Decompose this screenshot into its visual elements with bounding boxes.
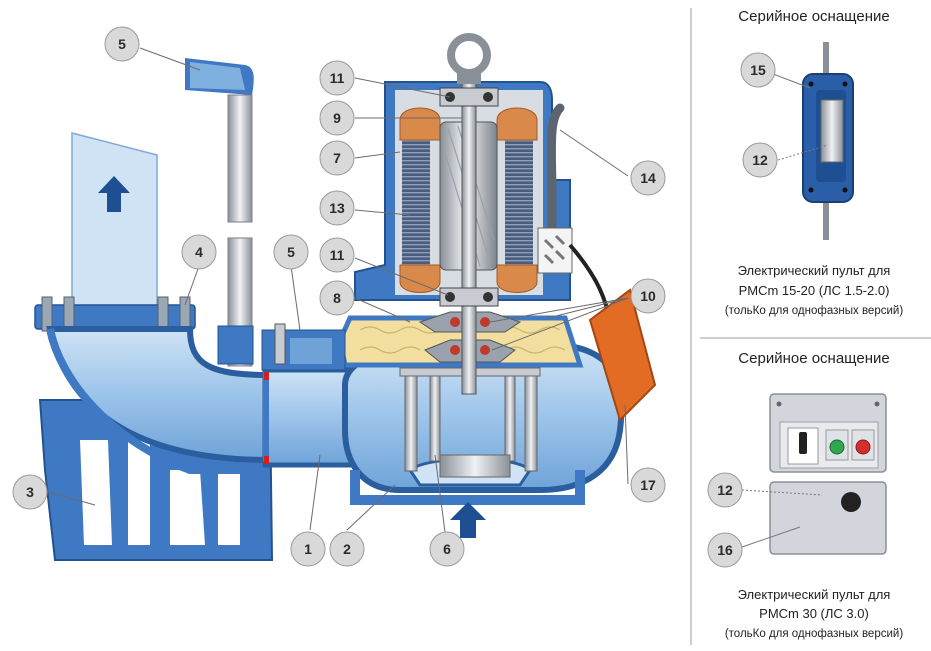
top-panel-heading: Серийное оснащение [738, 8, 890, 25]
callout-6: 6 [429, 531, 465, 567]
pump-assembly [34, 33, 657, 561]
bottom-panel-note: (тольКо для однофазных версий) [724, 628, 904, 640]
svg-text:3: 3 [26, 484, 34, 500]
callout-10: 10 [630, 278, 666, 314]
callout-7: 7 [319, 140, 355, 176]
svg-text:12: 12 [752, 152, 768, 168]
svg-text:1: 1 [304, 541, 312, 557]
callout-5-bracket: 5 [273, 234, 309, 270]
electrical-control-panel [769, 393, 887, 555]
callout-16: 16 [707, 532, 743, 568]
stator-right [505, 140, 533, 265]
callout-1: 1 [290, 531, 326, 567]
callout-15: 15 [740, 52, 776, 88]
svg-text:17: 17 [640, 477, 656, 493]
callout-14: 14 [630, 160, 666, 196]
callout-9: 9 [319, 100, 355, 136]
bottom-panel-heading: Серийное оснащение [738, 350, 890, 367]
svg-text:16: 16 [717, 542, 733, 558]
svg-text:8: 8 [333, 290, 341, 306]
float-switch-control-box [802, 42, 854, 240]
callout-13: 13 [319, 190, 355, 226]
top-panel-caption-line2: PMCm 15-20 (ЛС 1.5-2.0) [738, 283, 890, 298]
callouts: 5 4 5 3 1 2 6 11 9 7 13 11 8 14 10 17 [12, 26, 666, 567]
callout-2: 2 [329, 531, 365, 567]
flow-intake-arrow [450, 502, 486, 538]
svg-text:12: 12 [717, 482, 733, 498]
svg-text:6: 6 [443, 541, 451, 557]
callout-5-rail: 5 [104, 26, 140, 62]
winding-bottom [399, 264, 538, 293]
bottom-panel-caption-line2: PMCm 30 (ЛС 3.0) [759, 606, 869, 621]
terminal-block [537, 227, 573, 274]
svg-text:4: 4 [195, 244, 203, 260]
lifting-eye [447, 33, 491, 77]
svg-text:13: 13 [329, 200, 345, 216]
guide-rail-upper [227, 94, 253, 223]
bearing-top [439, 87, 499, 107]
discharge-pipe-vertical [71, 132, 158, 326]
rail-bracket [217, 325, 254, 365]
discharge-flange [34, 304, 196, 330]
callout-8: 8 [319, 280, 355, 316]
svg-text:11: 11 [330, 247, 345, 263]
svg-text:9: 9 [333, 110, 341, 126]
power-cable [546, 103, 565, 255]
svg-text:7: 7 [333, 150, 341, 166]
stator-left [402, 140, 430, 265]
svg-text:10: 10 [640, 288, 656, 304]
callout-11-bottom: 11 [319, 237, 355, 273]
callout-3: 3 [12, 474, 48, 510]
svg-text:11: 11 [330, 70, 345, 86]
svg-text:14: 14 [640, 170, 656, 186]
svg-text:5: 5 [118, 36, 126, 52]
leader-lines [47, 47, 629, 533]
svg-text:5: 5 [287, 244, 295, 260]
bearing-bottom [439, 287, 499, 307]
top-panel-caption-line1: Электрический пульт для [737, 263, 891, 278]
shaft [461, 81, 477, 395]
callout-11-top: 11 [319, 60, 355, 96]
bottom-panel-caption-line1: Электрический пульт для [737, 587, 891, 602]
svg-text:15: 15 [750, 62, 766, 78]
callout-17: 17 [630, 467, 666, 503]
flow-up-arrow [98, 176, 130, 212]
callout-4: 4 [181, 234, 217, 270]
callout-12-bottom: 12 [707, 472, 743, 508]
callout-12-top: 12 [742, 142, 778, 178]
top-panel-note: (тольКо для однофазных версий) [724, 305, 904, 317]
svg-text:2: 2 [343, 541, 351, 557]
